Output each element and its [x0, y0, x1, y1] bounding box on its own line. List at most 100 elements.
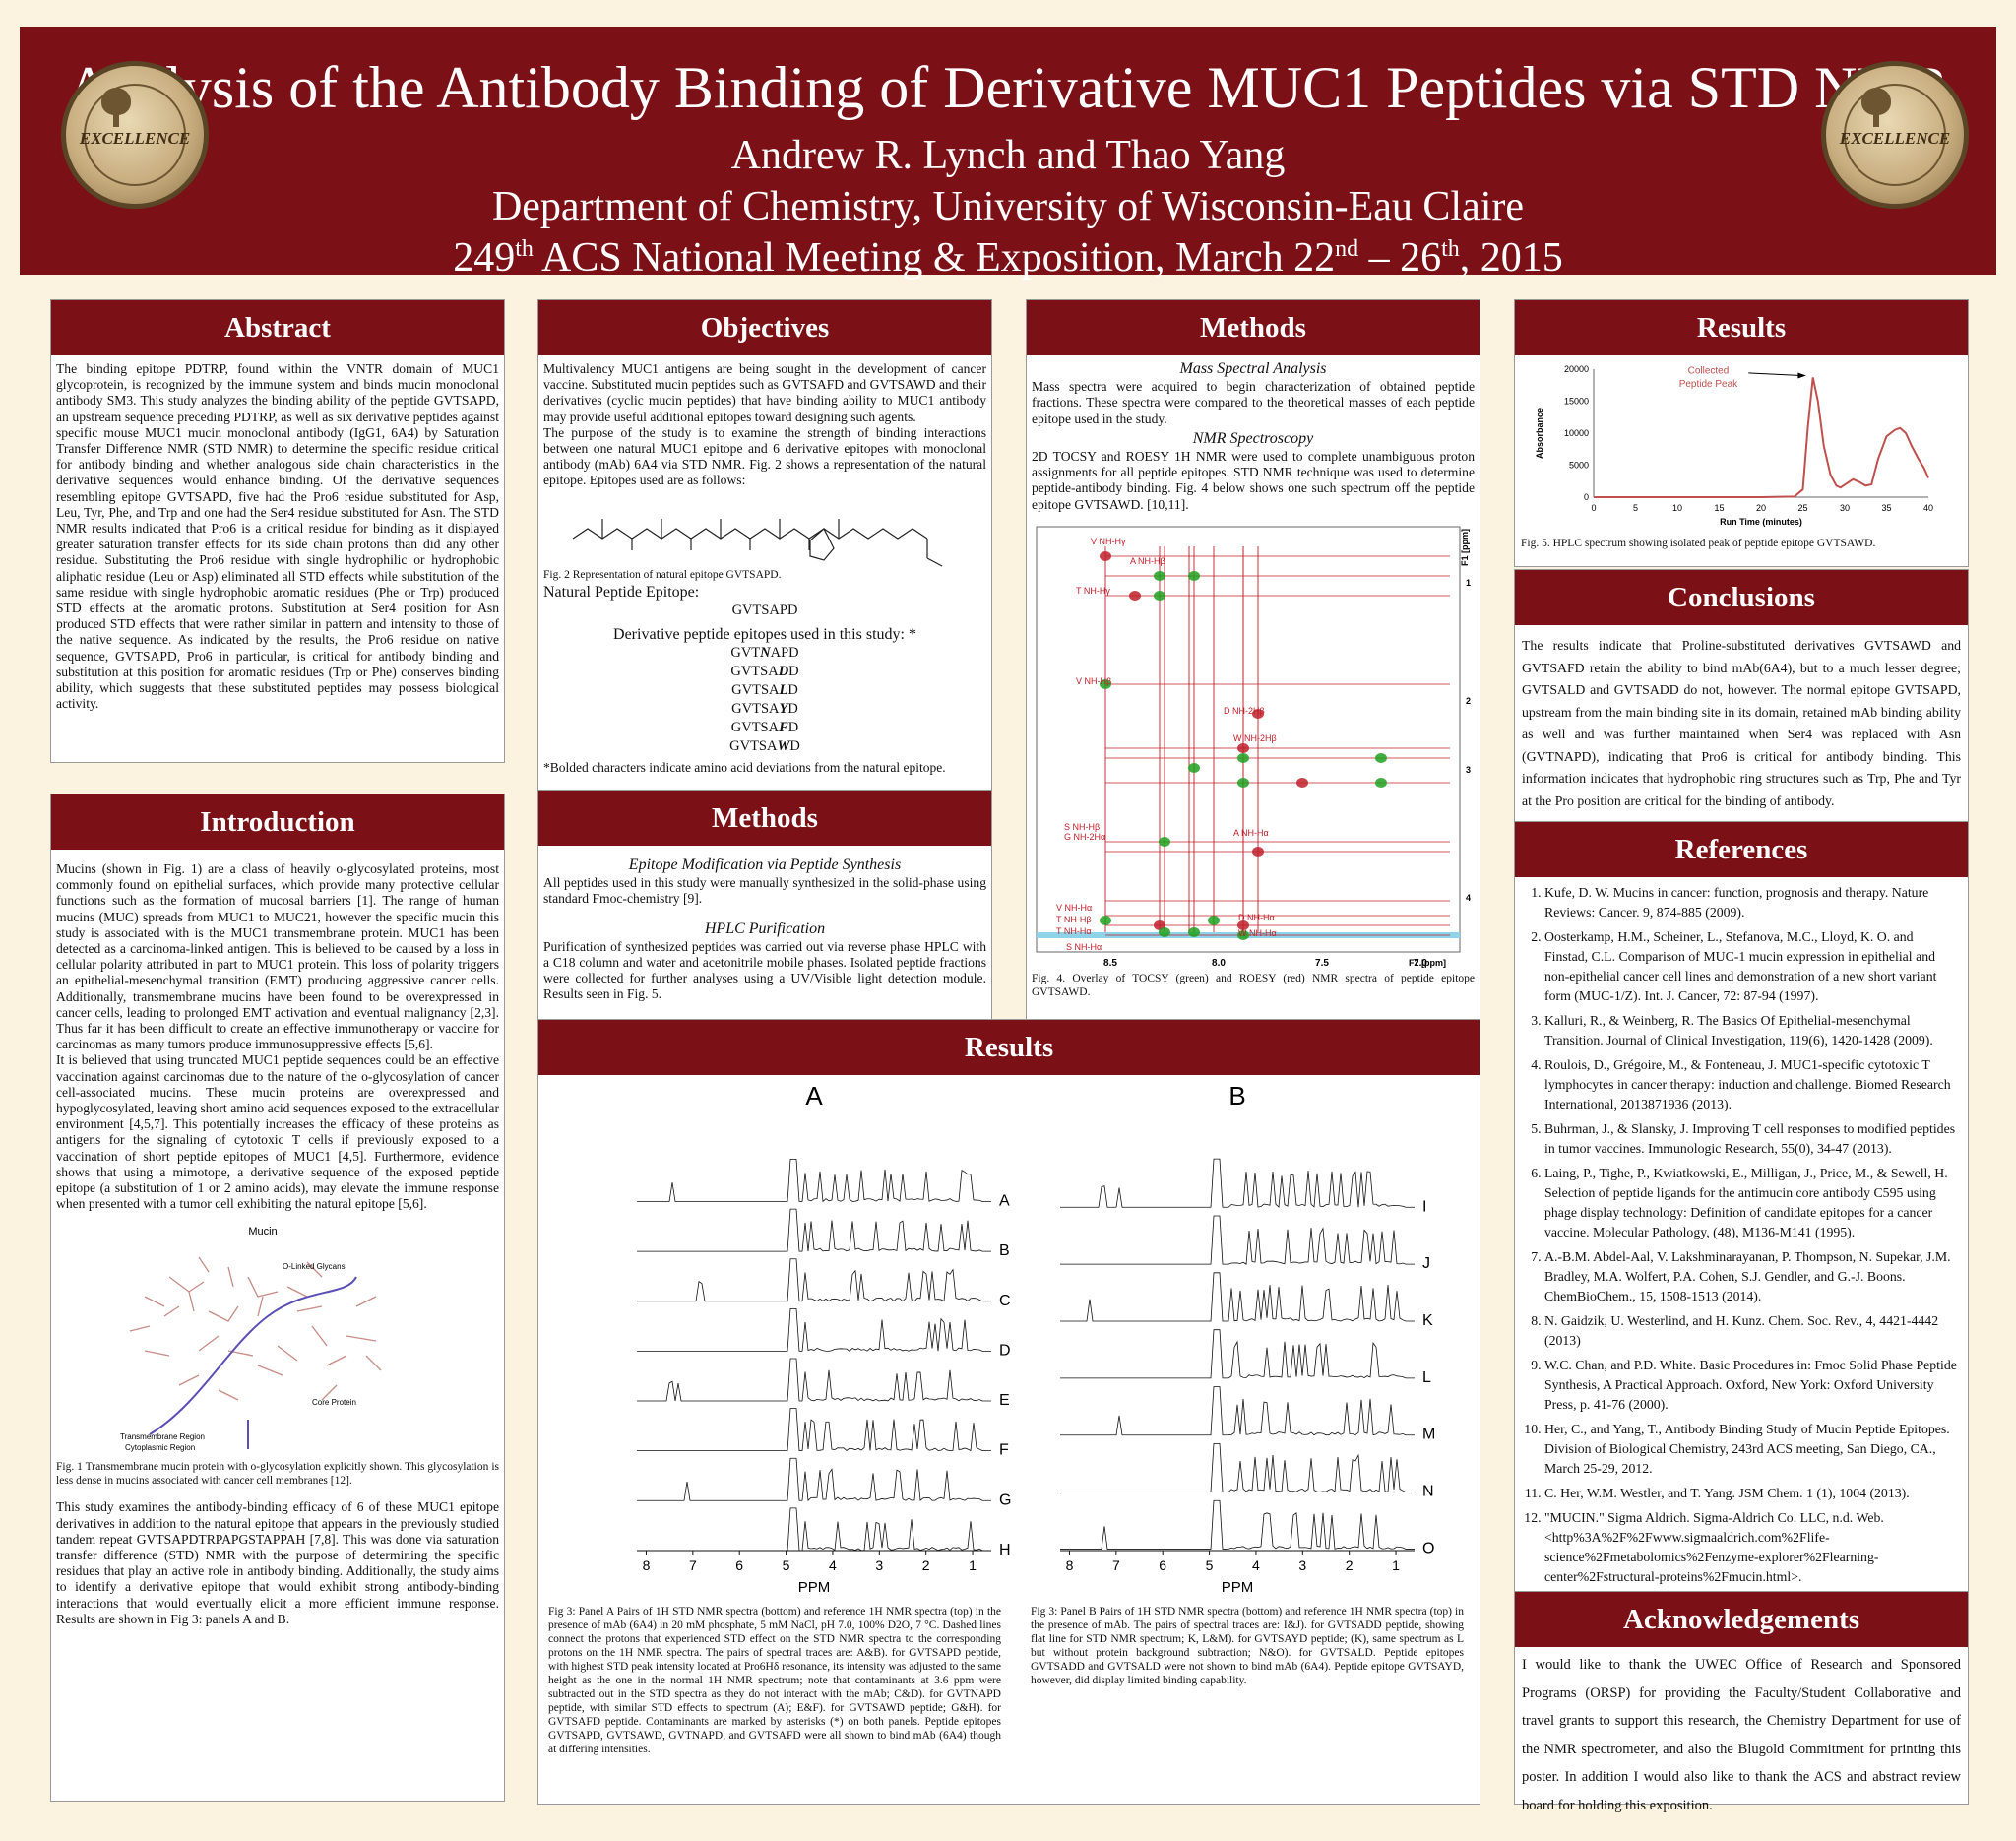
results-heading: Results: [538, 1020, 1480, 1075]
x-tick-label: 20: [1756, 503, 1766, 513]
nmr-peak-label: D NH-Hα: [1238, 913, 1275, 922]
nmr-spectrum-trace: [637, 1408, 991, 1452]
derivative-epitope: GVTSADD: [730, 663, 799, 679]
nmr-spectrum-trace: [1060, 1386, 1415, 1436]
methods-heading: Methods: [538, 791, 991, 846]
fig5-caption: Fig. 5. HPLC spectrum showing isolated p…: [1521, 538, 1876, 549]
poster-meeting: 249th ACS National Meeting & Exposition,…: [453, 235, 1563, 281]
reference-item: N. Gaidzik, U. Westerlind, and H. Kunz. …: [1544, 1311, 1960, 1351]
nmr-spectrum-trace: [637, 1258, 991, 1302]
y-tick-label: 0: [1584, 492, 1589, 502]
abstract-section: Abstract The binding epitope PDTRP, foun…: [50, 299, 505, 763]
spectrum-letter: K: [1422, 1312, 1433, 1329]
nmr-spectrum-trace: [1060, 1215, 1415, 1265]
conclusions-text: The results indicate that Proline-substi…: [1522, 638, 1961, 808]
acknowledgements-heading: Acknowledgements: [1515, 1592, 1968, 1647]
panel-label: A: [805, 1083, 823, 1111]
introduction-text-2: This study examines the antibody-binding…: [56, 1499, 499, 1626]
svg-text:Transmembrane Region: Transmembrane Region: [120, 1432, 205, 1441]
spectrum-letter: J: [1422, 1255, 1430, 1272]
methods-left-section: Methods Epitope Modification via Peptide…: [537, 790, 992, 1022]
x-tick-label: 10: [1672, 503, 1682, 513]
ppm-axis-label: PPM: [798, 1579, 831, 1596]
panel-label: B: [1228, 1083, 1245, 1111]
derivative-epitope: GVTSAWD: [729, 737, 800, 754]
derivative-epitope: GVTSALD: [731, 681, 798, 698]
nmr-cross-peak: [1237, 929, 1249, 940]
y-tick-label: 5000: [1569, 461, 1589, 471]
y-tick-label: 10000: [1564, 428, 1589, 438]
ppm-tick-label: 2: [1346, 1557, 1354, 1573]
derivative-epitope: GVTSAFD: [730, 719, 799, 735]
spectrum-letter: C: [999, 1293, 1011, 1309]
reference-item: Her, C., and Yang, T., Antibody Binding …: [1544, 1420, 1960, 1479]
x-tick-label: 25: [1797, 503, 1807, 513]
reference-item: A.-B.M. Abdel-Aal, V. Lakshminarayanan, …: [1544, 1247, 1960, 1306]
abstract-heading: Abstract: [51, 300, 504, 355]
ppm-tick-label: 5: [1206, 1557, 1214, 1573]
nmr-cross-peak: [1252, 846, 1264, 857]
ppm-tick-label: 7: [1112, 1557, 1120, 1573]
nmr-cross-peak: [1159, 836, 1170, 847]
ppm-tick-label: 3: [1298, 1557, 1306, 1573]
nmr-cross-peak: [1129, 590, 1141, 601]
nmr-cross-peak: [1188, 570, 1200, 581]
spectrum-letter: I: [1422, 1198, 1426, 1215]
derivative-epitope: GVTSAYD: [731, 700, 798, 717]
x-tick-label: 8.5: [1103, 958, 1117, 969]
nmr-peak-label: S NH-Hβ: [1064, 822, 1100, 832]
x-tick-label: 8.0: [1212, 958, 1226, 969]
reference-item: C. Her, W.M. Westler, and T. Yang. JSM C…: [1544, 1484, 1960, 1503]
spectrum-letter: G: [999, 1492, 1011, 1508]
svg-text:Mucin: Mucin: [248, 1226, 277, 1238]
nmr-spectrum-trace: [1060, 1499, 1415, 1550]
spectrum-letter: B: [999, 1242, 1010, 1259]
nmr-cross-peak: [1188, 762, 1200, 773]
spectrum-letter: N: [1422, 1484, 1434, 1500]
y-axis-label: Absorbance: [1535, 408, 1544, 459]
svg-text:O-Linked Glycans: O-Linked Glycans: [283, 1262, 346, 1271]
tree-icon: [1861, 88, 1891, 115]
fig2-caption: Fig. 2 Representation of natural epitope…: [543, 568, 782, 581]
poster-department: Department of Chemistry, University of W…: [491, 184, 1525, 229]
introduction-text: Mucins (shown in Fig. 1) are a class of …: [56, 861, 499, 1212]
nmr-spectrum-trace: [1060, 1329, 1415, 1379]
objectives-section: Objectives Multivalency MUC1 antigens ar…: [537, 299, 992, 821]
ppm-tick-label: 4: [829, 1557, 837, 1573]
ppm-tick-label: 4: [1252, 1557, 1260, 1573]
hplc-series-line: [1594, 377, 1929, 498]
nmr-peak-label: S NH-Hα: [1066, 942, 1102, 952]
spectrum-letter: L: [1422, 1369, 1431, 1386]
fig4-caption: Fig. 4. Overlay of TOCSY (green) and ROE…: [1032, 972, 1475, 998]
introduction-section: Introduction Mucins (shown in Fig. 1) ar…: [50, 794, 505, 1802]
nmr-cross-peak: [1375, 752, 1387, 763]
reference-item: Kalluri, R., & Weinberg, R. The Basics O…: [1544, 1011, 1960, 1050]
ppm-tick-label: 2: [922, 1557, 930, 1573]
nmr-spectrum-trace: [1060, 1158, 1415, 1208]
ppm-tick-label: 1: [969, 1557, 976, 1573]
svg-text:Cytoplasmic Region: Cytoplasmic Region: [125, 1443, 195, 1452]
x-tick-label: 7.5: [1315, 958, 1329, 969]
nmr-peak-label: V NH-Hα: [1056, 903, 1092, 913]
ppm-tick-label: 7: [689, 1557, 697, 1573]
spectrum-letter: A: [999, 1193, 1010, 1210]
nmr-cross-peak: [1237, 752, 1249, 763]
nmr-spectrum-trace: [637, 1457, 991, 1502]
nmr-cross-peak: [1237, 742, 1249, 753]
poster-title: Analysis of the Antibody Binding of Deri…: [67, 55, 1949, 120]
x-tick-label: 7.0: [1414, 958, 1427, 969]
conclusions-section: Conclusions The results indicate that Pr…: [1514, 569, 1969, 822]
epitope-structure-figure: [572, 518, 943, 567]
nmr-cross-peak: [1154, 590, 1166, 601]
ppm-tick-label: 8: [643, 1557, 651, 1573]
nmr-cross-peak: [1237, 920, 1249, 930]
ppm-tick-label: 6: [735, 1557, 743, 1573]
objectives-heading: Objectives: [538, 300, 991, 355]
y-tick-label: 1: [1466, 578, 1471, 588]
reference-item: W.C. Chan, and P.D. White. Basic Procedu…: [1544, 1356, 1960, 1415]
abstract-text: The binding epitope PDTRP, found within …: [56, 361, 499, 712]
reference-item: Roulois, D., Grégoire, M., & Fonteneau, …: [1544, 1055, 1960, 1114]
